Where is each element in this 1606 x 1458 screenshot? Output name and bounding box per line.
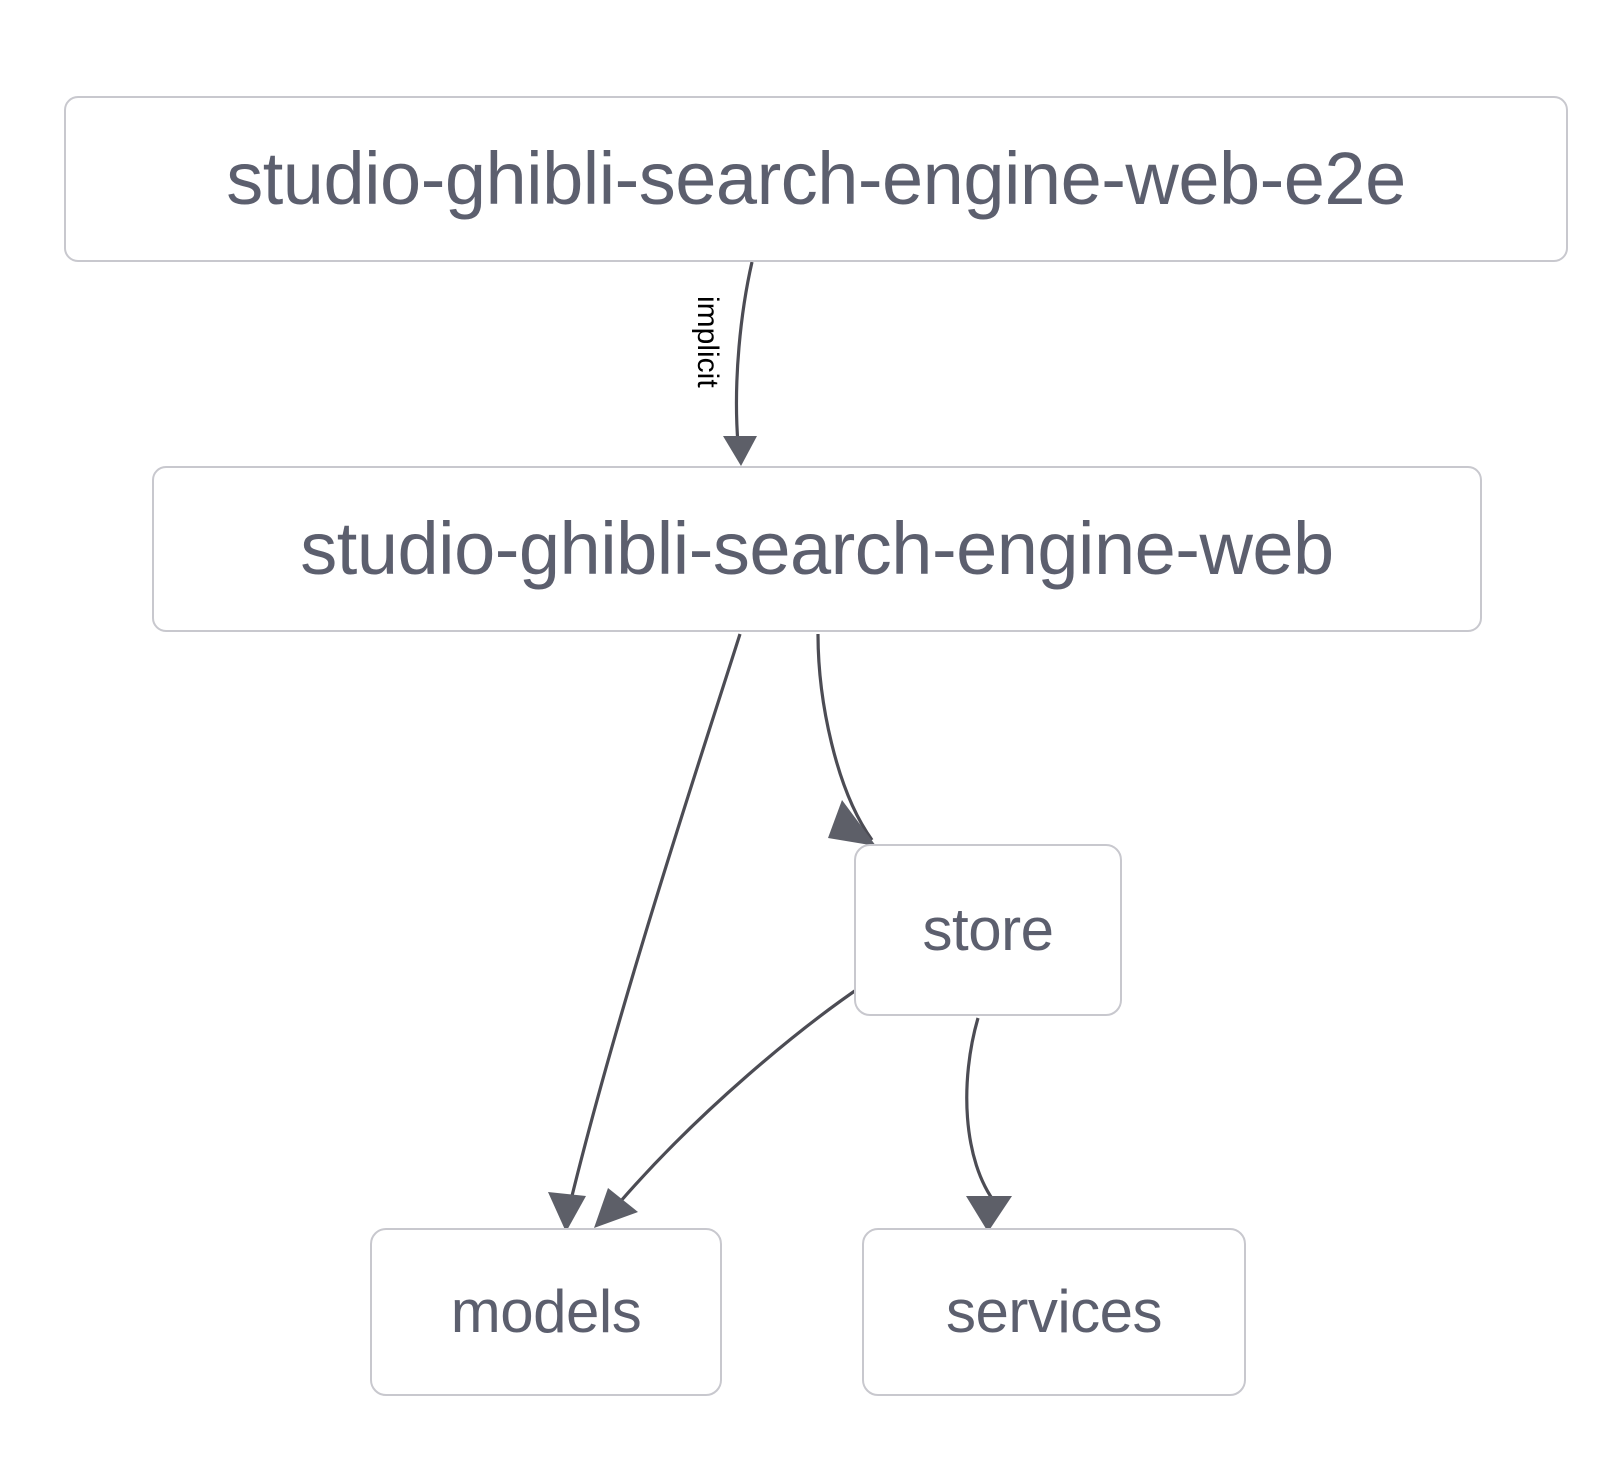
node-store[interactable]: store (854, 844, 1122, 1016)
node-studio-ghibli-search-engine-web-e2e[interactable]: studio-ghibli-search-engine-web-e2e (64, 96, 1568, 262)
node-services[interactable]: services (862, 1228, 1246, 1396)
node-label: models (450, 1278, 642, 1345)
node-models[interactable]: models (370, 1228, 722, 1396)
node-label: studio-ghibli-search-engine-web-e2e (226, 137, 1406, 220)
edge-web-to-store (816, 633, 876, 846)
node-label: studio-ghibli-search-engine-web (300, 507, 1334, 590)
edge-store-to-services (965, 1017, 1012, 1232)
node-label: services (945, 1278, 1163, 1345)
node-label: store (922, 896, 1054, 963)
node-studio-ghibli-search-engine-web[interactable]: studio-ghibli-search-engine-web (152, 466, 1482, 632)
edge-root-to-web (723, 261, 757, 466)
edge-label-implicit: implicit (691, 296, 724, 388)
edge-store-to-models (594, 984, 863, 1228)
edge-web-to-models (548, 633, 742, 1232)
